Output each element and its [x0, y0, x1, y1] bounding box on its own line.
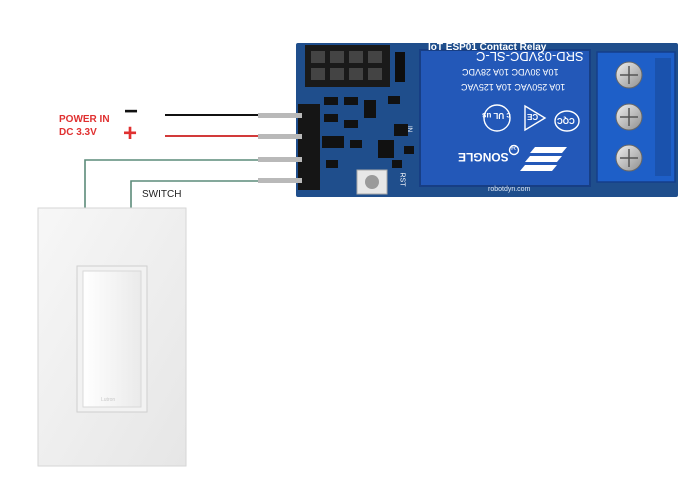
- esp01-header: [305, 45, 405, 87]
- songle-brand: SONGLE: [458, 150, 509, 164]
- switch-label: SWITCH: [142, 189, 182, 200]
- positive-sign: +: [123, 120, 138, 147]
- switch-rocker[interactable]: [82, 270, 142, 408]
- website-label: robotdyn.com: [488, 186, 531, 193]
- smd-components: [322, 96, 414, 168]
- ce-mark-text: CE: [527, 112, 539, 121]
- cqc-mark-text: CQC: [557, 116, 575, 125]
- pin-header: [258, 104, 320, 190]
- negative-sign: −: [124, 98, 139, 125]
- cqc-mark-icon: [554, 110, 580, 132]
- power-in-label: POWER IN: [59, 114, 110, 125]
- relay-rating-1: 10A 30VDC 10A 28VDC: [462, 67, 559, 77]
- in-pin-label: IN: [406, 126, 412, 132]
- dc-voltage-label: DC 3.3V: [59, 127, 97, 138]
- reset-button[interactable]: [356, 169, 388, 195]
- relay-marks: [483, 104, 580, 156]
- wires: [84, 114, 258, 210]
- wire-switch-1: [84, 159, 258, 210]
- relay-rating-2: 10A 250VAC 10A 125VAC: [461, 82, 566, 92]
- registered-icon: [508, 144, 520, 156]
- relay-model: SRD-03VDC-SL-C: [476, 49, 584, 64]
- board-title: IoT ESP01 Contact Relay: [428, 42, 547, 53]
- ul-mark-icon: [483, 104, 511, 132]
- wire-switch-2: [130, 180, 258, 210]
- relay-body: [419, 49, 591, 187]
- screw-terminal: [596, 51, 676, 183]
- ul-mark-text: c UL us: [482, 111, 511, 120]
- switch-brand-mark: Lutron: [101, 397, 116, 403]
- wall-switch: [37, 207, 187, 467]
- registered-mark-text: R: [511, 145, 517, 152]
- rst-label: RST: [398, 172, 406, 187]
- relay-board: [258, 43, 678, 197]
- ce-triangle-icon: [524, 104, 547, 132]
- songle-logo-icon: [520, 147, 567, 171]
